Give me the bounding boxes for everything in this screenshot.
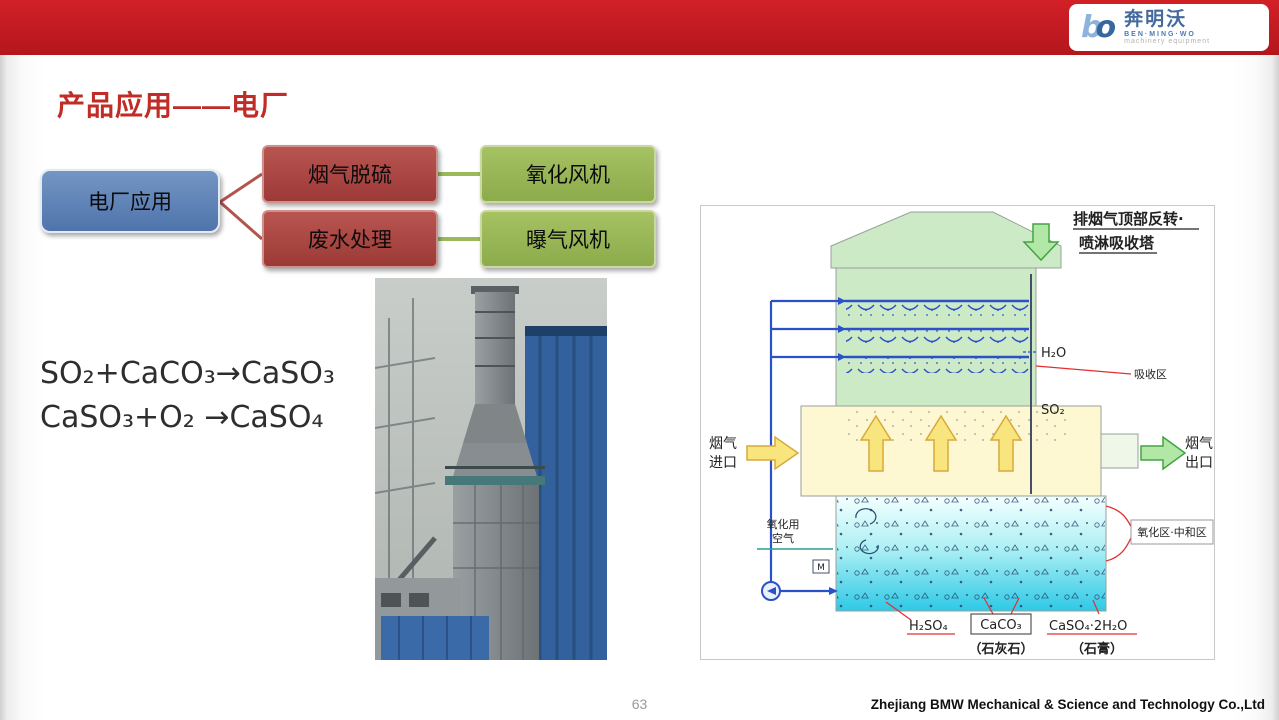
liquid-bubbles: [837, 497, 1105, 610]
equation-2: CaSO₃+O₂ →CaSO₄: [40, 399, 324, 435]
spray-absorption-tower-diagram: 排烟气顶部反转· 喷淋吸收塔 H₂O SO₂ 吸收区 烟气 进口 烟气 出口 氧…: [700, 205, 1215, 660]
page-title: 产品应用——电厂: [57, 90, 290, 121]
label-oxidation-zone: 氧化区·中和区: [1137, 525, 1207, 539]
brand-name-cn: 奔明沃: [1124, 8, 1188, 30]
company-logo: bo 奔明沃 BEN·MING·WO machinery equipment: [1069, 4, 1269, 51]
flow-child-aeration-blower: 曝气风机: [480, 210, 656, 268]
label-gypsum: （石膏）: [1071, 641, 1123, 657]
label-gas-outlet-2: 出口: [1185, 455, 1213, 471]
label-gas-outlet-1: 烟气: [1185, 436, 1213, 452]
scaffolding: [375, 298, 436, 578]
label-caco3: CaCO₃: [980, 618, 1022, 633]
brand-text-block: 奔明沃 BEN·MING·WO machinery equipment: [1124, 8, 1211, 46]
flow-branch-wastewater: 废水处理: [262, 210, 438, 268]
swirl: [859, 539, 879, 555]
chemical-equations: SO₂+CaCO₃→CaSO₃ CaSO₃+O₂ →CaSO₄: [40, 352, 335, 439]
label-limestone: （石灰石）: [968, 641, 1033, 657]
gas-reversal-arrow: [1022, 223, 1060, 262]
tower-structure: [445, 286, 545, 660]
flow-child-label: 曝气风机: [526, 229, 610, 252]
label-so2: SO₂: [1041, 403, 1065, 418]
label-oxidation-air-2: 空气: [772, 531, 794, 545]
top-bar: bo 奔明沃 BEN·MING·WO machinery equipment: [0, 0, 1279, 55]
brand-name-en: BEN·MING·WO: [1124, 30, 1196, 38]
label-h2o: H₂O: [1041, 346, 1066, 361]
blue-machinery: [381, 616, 489, 660]
logo-letter-b: b: [1081, 9, 1103, 45]
logo-letter-o: o: [1095, 9, 1117, 45]
absorption-tower-art: 排烟气顶部反转· 喷淋吸收塔 H₂O SO₂ 吸收区 烟气 进口 烟气 出口 氧…: [709, 210, 1214, 657]
flow-branch-desulfurization: 烟气脱硫: [262, 145, 438, 203]
flow-child-label: 氧化风机: [526, 164, 610, 187]
label-motor: M: [817, 563, 825, 573]
tower-photo-art: [375, 278, 607, 660]
gas-outlet-arrow: [1140, 435, 1187, 471]
gas-inlet-arrow: [746, 435, 800, 471]
tower-shell: [800, 211, 1139, 612]
flow-root-label: 电厂应用: [88, 191, 172, 214]
label-oxidation-air-1: 氧化用: [767, 517, 800, 531]
gas-up-arrows: [859, 414, 1023, 472]
flow-root-power-plant: 电厂应用: [40, 169, 220, 233]
swirl: [855, 508, 877, 525]
flow-branch-label: 废水处理: [308, 229, 392, 252]
flow-child-oxidation-blower: 氧化风机: [480, 145, 656, 203]
label-gas-inlet-2: 进口: [709, 455, 737, 471]
diagram-title-line1: 排烟气顶部反转·: [1073, 210, 1184, 228]
label-caso4: CaSO₄·2H₂O: [1049, 619, 1127, 634]
footer-company: Zhejiang BMW Mechanical & Science and Te…: [870, 697, 1265, 712]
flow-branch-label: 烟气脱硫: [308, 164, 392, 187]
logo-icon: bo: [1081, 9, 1117, 45]
diagram-title-line2: 喷淋吸收塔: [1079, 234, 1155, 252]
equation-1: SO₂+CaCO₃→CaSO₃: [40, 356, 335, 391]
page-number: 63: [631, 696, 648, 712]
desulfurization-tower-photo: [375, 278, 607, 660]
label-absorption-zone: 吸收区: [1134, 367, 1167, 381]
label-h2so4: H₂SO₄: [909, 619, 948, 634]
spray-headers: [846, 299, 1029, 373]
brand-tagline: machinery equipment: [1124, 37, 1211, 45]
label-gas-inlet-1: 烟气: [709, 436, 737, 452]
